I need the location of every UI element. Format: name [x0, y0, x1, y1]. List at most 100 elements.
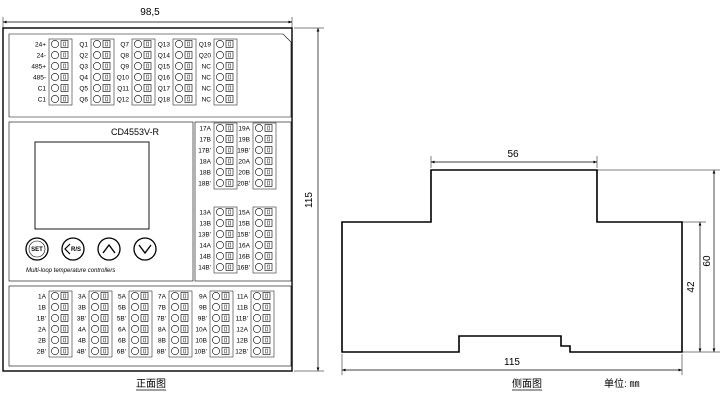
terminal-slot-icon [267, 264, 270, 270]
terminal-label: NC [202, 74, 212, 81]
side-view-caption: 侧面图 [512, 377, 542, 390]
terminal-screw-icon [131, 303, 139, 311]
right-terminal-blocks: 17A17B17B'18A18B18B'19A19B19B'20A20B20B'… [198, 122, 277, 274]
terminal-screw-icon [216, 95, 224, 103]
terminal-label: Q8 [120, 52, 129, 59]
terminal-clamp-icon [264, 146, 273, 154]
terminal-screw-icon [131, 347, 139, 355]
terminal-slot-icon [187, 63, 190, 69]
terminal-label: Q9 [120, 63, 129, 70]
terminal-screw-icon [255, 263, 263, 271]
terminal-label: 14B [199, 253, 211, 260]
terminal-slot-icon [267, 220, 270, 226]
terminal-label: Q2 [79, 52, 88, 59]
terminal-clamp-icon [221, 292, 230, 300]
terminal-screw-icon [212, 325, 220, 333]
terminal-slot-icon [105, 74, 108, 80]
terminal-slot-icon [105, 41, 108, 47]
terminal-slot-icon [187, 96, 190, 102]
terminal-label: 7A [158, 293, 167, 300]
terminal-screw-icon [216, 208, 224, 216]
terminal-clamp-icon [225, 40, 234, 48]
terminal-screw-icon [216, 62, 224, 70]
terminal-screw-icon [216, 135, 224, 143]
up-button[interactable] [97, 237, 121, 261]
terminal-label: 5B' [117, 315, 126, 322]
terminal-slot-icon [187, 85, 190, 91]
bottom-terminal-panel [8, 285, 292, 367]
terminal-slot-icon [224, 337, 227, 343]
terminal-clamp-icon [262, 314, 271, 322]
terminal-label: 18B' [198, 180, 211, 187]
set-button[interactable]: SET [25, 237, 49, 261]
terminal-screw-icon [255, 219, 263, 227]
terminal-label: Q10 [117, 74, 130, 81]
terminal-label: Q12 [117, 96, 130, 103]
terminal-screw-icon [255, 241, 263, 249]
terminal-label: 1A [38, 293, 47, 300]
terminal-slot-icon [265, 326, 268, 332]
terminal-clamp-icon [143, 40, 152, 48]
terminal-screw-icon [255, 146, 263, 154]
terminal-slot-icon [228, 264, 231, 270]
terminal-slot-icon [63, 304, 66, 310]
terminal-clamp-icon [60, 95, 69, 103]
terminal-clamp-icon [264, 230, 273, 238]
terminal-label: Q5 [79, 85, 88, 92]
terminal-slot-icon [143, 326, 146, 332]
terminal-screw-icon [216, 157, 224, 165]
terminal-slot-icon [224, 293, 227, 299]
terminal-screw-icon [93, 62, 101, 70]
terminal-slot-icon [146, 96, 149, 102]
terminal-slot-icon [224, 348, 227, 354]
terminal-screw-icon [93, 84, 101, 92]
terminal-screw-icon [51, 336, 59, 344]
terminal-clamp-icon [184, 40, 193, 48]
terminal-label: 4B' [77, 348, 86, 355]
device-subtitle: Multi-loop temperature controllers [26, 268, 115, 274]
terminal-screw-icon [51, 84, 59, 92]
left-arrow-icon [64, 243, 71, 255]
terminal-label: 24- [37, 52, 46, 59]
terminal-clamp-icon [225, 124, 234, 132]
terminal-label: 8A [158, 326, 167, 333]
terminal-slot-icon [146, 52, 149, 58]
terminal-slot-icon [228, 41, 231, 47]
display-panel [8, 121, 194, 282]
terminal-block-outline [252, 122, 277, 190]
terminal-screw-icon [91, 314, 99, 322]
terminal-clamp-icon [102, 95, 111, 103]
terminal-slot-icon [265, 304, 268, 310]
terminal-screw-icon [93, 51, 101, 59]
side-profile [341, 169, 683, 353]
terminal-label: 5B [118, 304, 126, 311]
up-arrow-icon [102, 243, 116, 254]
terminal-clamp-icon [60, 51, 69, 59]
terminal-screw-icon [175, 40, 183, 48]
terminal-label: Q4 [79, 74, 88, 81]
terminal-screw-icon [253, 336, 261, 344]
terminal-label: 7B [158, 304, 166, 311]
terminal-screw-icon [171, 325, 179, 333]
terminal-screw-icon [255, 208, 263, 216]
terminal-screw-icon [216, 241, 224, 249]
display-screen [34, 141, 150, 230]
terminal-screw-icon [93, 40, 101, 48]
down-arrow-icon [138, 244, 152, 255]
terminal-slot-icon [63, 52, 66, 58]
terminal-label: Q7 [120, 41, 129, 48]
terminal-label: 3B [78, 304, 86, 311]
terminal-block-outline [131, 38, 156, 106]
rs-button[interactable]: R/S [61, 237, 85, 261]
terminal-slot-icon [63, 293, 66, 299]
terminal-screw-icon [134, 95, 142, 103]
terminal-clamp-icon [225, 157, 234, 165]
side-view: 56 115 42 60 侧面图 单位: ㎜ [341, 149, 720, 391]
down-button[interactable] [133, 237, 157, 261]
terminal-clamp-icon [100, 292, 109, 300]
terminal-slot-icon [228, 169, 231, 175]
